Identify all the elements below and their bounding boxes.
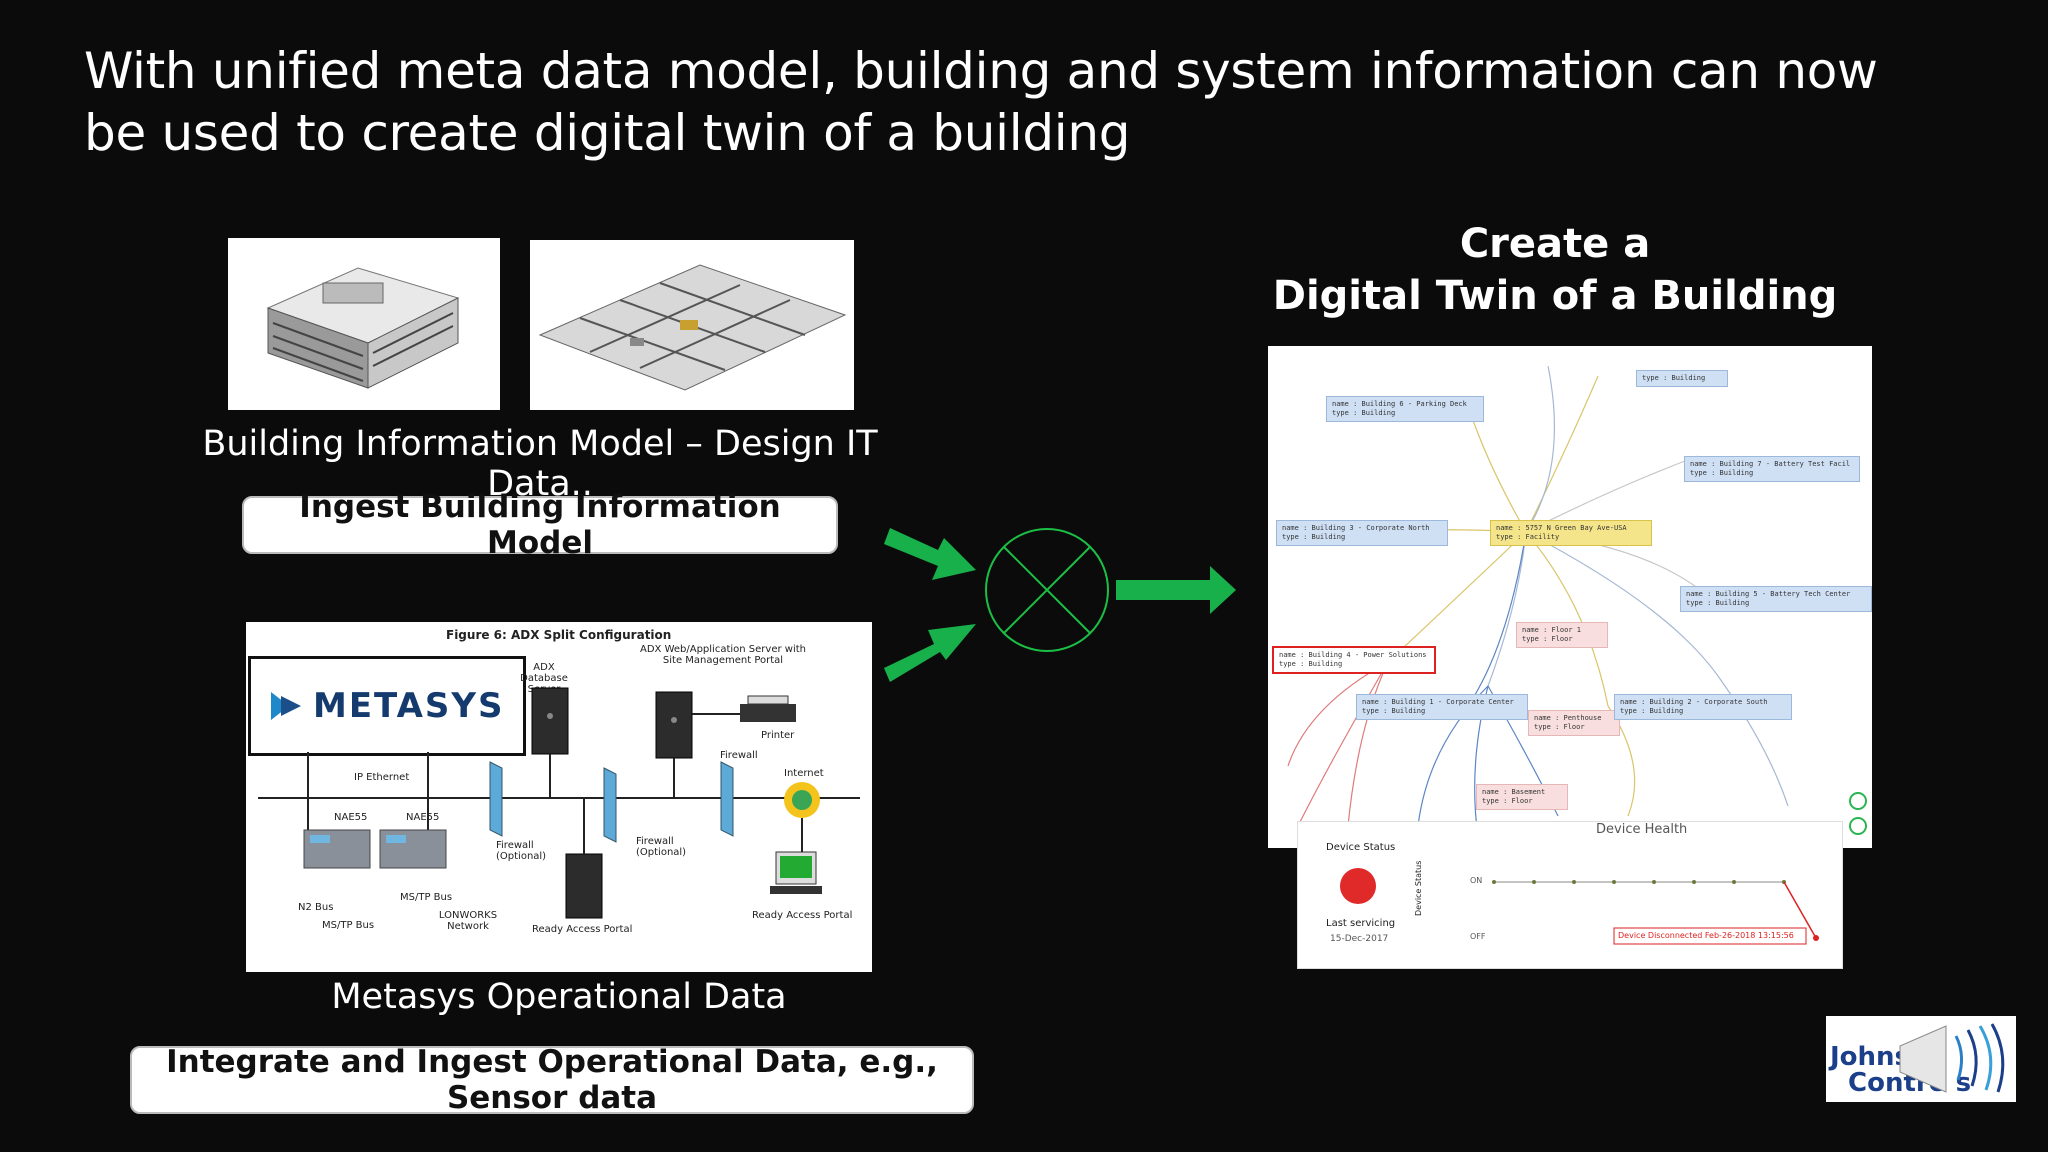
metasys-logo: METASYS <box>248 656 526 756</box>
twin-heading-line2: Digital Twin of a Building <box>1272 273 1838 319</box>
company-logo: Johns Contro s <box>1826 1016 2016 1102</box>
n2-bus-label: N2 Bus <box>298 902 334 913</box>
disconnect-event-label: Device Disconnected Feb-26-2018 13:15:56 <box>1618 931 1794 940</box>
mstp-bus1-label: MS/TP Bus <box>322 920 375 931</box>
nae2-label: NAE55 <box>406 812 440 823</box>
ready-access2-label: Ready Access Portal <box>752 910 853 921</box>
status-off-label: OFF <box>1470 932 1486 941</box>
graph-node-facility[interactable]: name : 5757 N Green Bay Ave-USA type : F… <box>1490 520 1652 546</box>
graph-node[interactable]: name : Building 3 - Corporate North type… <box>1276 520 1448 546</box>
device-health-title: Device Health <box>1596 822 1688 837</box>
graph-node[interactable]: name : Floor 1 type : Floor <box>1516 622 1608 648</box>
web-server-label: ADX Web/Application Server with Site Man… <box>640 644 806 666</box>
arrow-right-icon <box>1116 566 1236 614</box>
last-servicing-label: Last servicing <box>1326 918 1396 929</box>
twin-heading-line1: Create a <box>1459 221 1651 267</box>
arrow-bottom-icon <box>884 624 976 682</box>
twin-graph-panel: name : Building 6 - Parking Deck type : … <box>1268 346 1872 848</box>
ip-ethernet-label: IP Ethernet <box>354 772 410 783</box>
figure-title: Figure 6: ADX Split Configuration <box>446 628 672 642</box>
device-status-label: Device Status <box>1326 842 1396 853</box>
metasys-caption: Metasys Operational Data <box>331 977 787 1017</box>
graph-node[interactable]: name : Penthouse type : Floor <box>1528 710 1620 736</box>
twin-heading: Create a Digital Twin of a Building <box>1260 218 1850 322</box>
ready-access1-label: Ready Access Portal <box>532 924 633 935</box>
graph-node[interactable]: name : Building 7 - Battery Test Facil t… <box>1684 456 1860 482</box>
graph-node[interactable]: type : Building <box>1636 370 1728 387</box>
logo-mark-icon <box>1899 1023 2005 1093</box>
internet-label: Internet <box>784 768 824 779</box>
merge-circle-icon <box>985 528 1109 652</box>
ingest-bim-button[interactable]: Ingest Building Information Model <box>242 489 838 561</box>
slide-title: With unified meta data model, building a… <box>84 42 1878 162</box>
firewall-top-label: Firewall <box>720 750 758 761</box>
firewall-opt1-label: Firewall (Optional) <box>496 840 547 862</box>
firewall-opt2-label: Firewall (Optional) <box>636 836 687 858</box>
zoom-in-icon <box>1849 792 1867 810</box>
device-status-chart <box>1492 880 1819 945</box>
graph-node[interactable]: name : Basement type : Floor <box>1476 784 1568 810</box>
bim-floorplan-image <box>530 240 854 410</box>
last-servicing-date: 15-Dec-2017 <box>1330 934 1389 944</box>
metasys-logo-text: METASYS <box>313 686 505 726</box>
device-health-panel: Device Health Device Status Last servici… <box>1298 822 1842 968</box>
graph-node[interactable]: name : Building 5 - Battery Tech Center … <box>1680 586 1872 612</box>
graph-node-selected[interactable]: name : Building 4 - Power Solutions type… <box>1272 646 1436 674</box>
arrow-top-icon <box>884 528 976 580</box>
zoom-out-icon <box>1849 817 1867 835</box>
nae1-label: NAE55 <box>334 812 368 823</box>
graph-node[interactable]: name : Building 6 - Parking Deck type : … <box>1326 396 1484 422</box>
network-diagram-graphics <box>258 687 860 919</box>
logo-text-line1: Johns <box>1830 1042 1911 1072</box>
metasys-diagram: Figure 6: ADX Split Configuration METASY… <box>246 622 872 972</box>
ingest-operational-data-button[interactable]: Integrate and Ingest Operational Data, e… <box>130 1044 974 1116</box>
bim-building-image <box>228 238 500 410</box>
graph-node[interactable]: name : Building 2 - Corporate South type… <box>1614 694 1792 720</box>
device-status-indicator-icon <box>1340 868 1376 904</box>
metasys-logo-icon <box>271 692 301 720</box>
mstp-bus2-label: MS/TP Bus <box>400 892 453 903</box>
graph-node[interactable]: name : Building 1 - Corporate Center typ… <box>1356 694 1528 720</box>
flow-arrows <box>884 528 1236 682</box>
status-on-label: ON <box>1470 876 1483 885</box>
printer-label: Printer <box>761 730 795 741</box>
lonworks-label: LONWORKS Network <box>438 910 498 932</box>
